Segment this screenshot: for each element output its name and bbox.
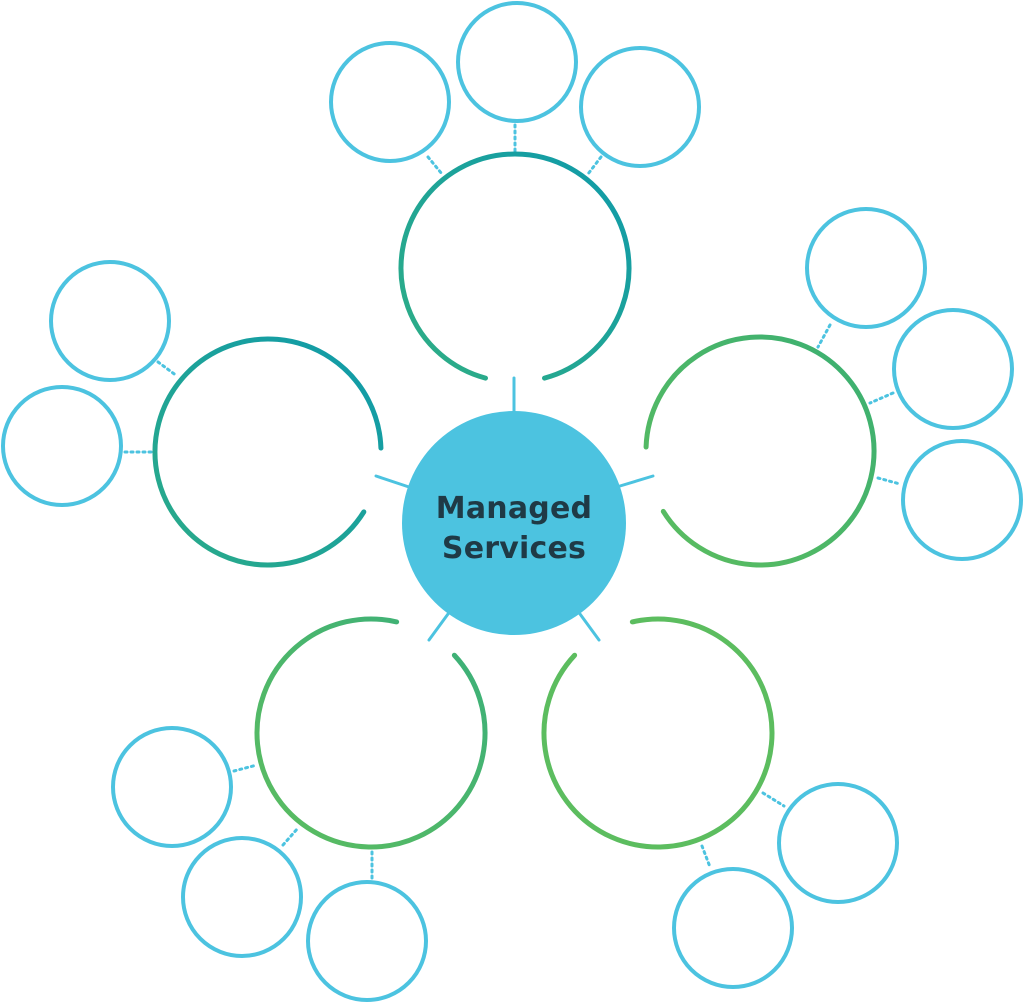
main-circle-bottom-left[interactable] bbox=[254, 616, 488, 850]
dotted-connector bbox=[816, 323, 832, 349]
hub[interactable]: Managed Services bbox=[402, 411, 626, 635]
hub-title-line-1: Managed bbox=[436, 491, 592, 526]
satellite-circle-right-1[interactable] bbox=[805, 207, 927, 329]
main-circle-left[interactable] bbox=[152, 336, 384, 568]
dotted-connector bbox=[876, 476, 902, 486]
hub-circle[interactable] bbox=[402, 411, 626, 635]
hub-connector-bottom-left bbox=[427, 612, 450, 642]
hub-connector-left bbox=[374, 474, 411, 489]
satellite-circle-bottom-left-1[interactable] bbox=[111, 726, 233, 848]
hub-connectors bbox=[374, 376, 655, 642]
main-circles bbox=[152, 151, 877, 850]
satellite-circle-bottom-left-2[interactable] bbox=[181, 836, 303, 958]
dotted-connector bbox=[700, 844, 712, 869]
hub-connector-right bbox=[618, 474, 655, 488]
satellite-circle-bottom-right-2[interactable] bbox=[672, 867, 794, 989]
dotted-connector bbox=[232, 763, 259, 773]
hub-connector-bottom-right bbox=[578, 612, 601, 642]
dotted-connector bbox=[586, 155, 603, 176]
satellite-circle-right-2[interactable] bbox=[892, 308, 1014, 430]
dotted-connector bbox=[761, 791, 786, 808]
dotted-connector bbox=[281, 826, 300, 847]
main-circle-top[interactable] bbox=[398, 151, 632, 381]
hub-title-line-2: Services bbox=[442, 531, 586, 566]
dotted-connector bbox=[868, 391, 895, 405]
satellite-circle-left-1[interactable] bbox=[49, 260, 171, 382]
dotted-connectors bbox=[123, 123, 902, 880]
main-circle-right[interactable] bbox=[643, 334, 877, 568]
satellite-circle-bottom-right-1[interactable] bbox=[777, 782, 899, 904]
dotted-connector bbox=[426, 155, 444, 176]
satellite-circle-right-3[interactable] bbox=[901, 439, 1023, 561]
satellite-circle-top-3[interactable] bbox=[579, 46, 701, 168]
satellite-circle-bottom-left-3[interactable] bbox=[306, 880, 428, 1002]
satellite-circle-top-2[interactable] bbox=[456, 1, 578, 123]
satellite-circle-left-2[interactable] bbox=[1, 385, 123, 507]
main-circle-bottom-right[interactable] bbox=[541, 616, 775, 850]
dotted-connector bbox=[156, 360, 179, 378]
satellite-circle-top-1[interactable] bbox=[329, 41, 451, 163]
